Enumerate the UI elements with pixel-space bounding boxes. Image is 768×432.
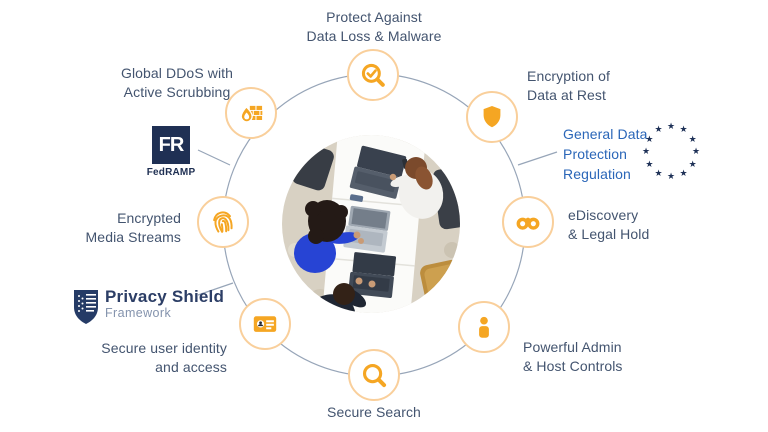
center-office-photo — [282, 135, 460, 313]
fedramp-logo: FR FedRAMP — [146, 126, 196, 178]
label-line: General Data — [563, 126, 648, 142]
gdpr-connector-line — [517, 151, 558, 166]
magnifier-check-icon — [361, 63, 385, 87]
binoculars-icon — [516, 217, 540, 230]
label-line: and access — [155, 359, 227, 375]
node-global-ddos — [225, 87, 277, 139]
fedramp-connector-line — [197, 149, 231, 166]
label-line: Media Streams — [85, 229, 181, 245]
label-line: Data at Rest — [527, 87, 607, 103]
label-ediscovery: eDiscovery & Legal Hold — [568, 206, 698, 244]
label-line: Secure user identity — [101, 340, 227, 356]
node-secure-search — [348, 349, 400, 401]
label-secure-search: Secure Search — [274, 403, 474, 422]
node-admin-controls — [458, 301, 510, 353]
privacy-shield-title: Privacy Shield — [105, 287, 225, 306]
eu-star: ★ — [688, 158, 697, 169]
fedramp-name: FedRAMP — [146, 167, 196, 178]
label-line: Protect Against — [326, 9, 422, 25]
label-line: Global DDoS with — [120, 65, 234, 81]
fedramp-logo-box: FR — [152, 126, 190, 164]
label-line: & Host Controls — [523, 358, 623, 374]
eu-star: ★ — [688, 133, 697, 144]
label-encryption-at-rest: Encryption of Data at Rest — [527, 67, 677, 105]
label-user-identity: Secure user identity and access — [57, 339, 227, 377]
node-user-identity — [239, 298, 291, 350]
eu-stars-icon: ★★★★★★★★★★★★ — [640, 120, 704, 184]
eu-star: ★ — [654, 124, 663, 135]
label-admin-controls: Powerful Admin & Host Controls — [523, 338, 673, 376]
label-encrypted-media: Encrypted Media Streams — [39, 209, 181, 247]
eu-star: ★ — [645, 158, 654, 169]
node-encryption-at-rest — [466, 91, 518, 143]
privacy-shield-connector-line — [197, 282, 234, 296]
privacy-shield-logo: Privacy Shield Framework — [72, 287, 224, 325]
privacy-shield-text: Privacy Shield Framework — [105, 287, 224, 320]
eu-star: ★ — [679, 167, 688, 178]
label-line: & Legal Hold — [568, 226, 650, 242]
node-data-loss-protection — [347, 49, 399, 101]
eu-star: ★ — [645, 133, 654, 144]
eu-star: ★ — [679, 124, 688, 135]
label-gdpr: General Data Protection Regulation — [563, 124, 673, 184]
id-card-icon — [253, 316, 277, 332]
fingerprint-icon — [213, 211, 233, 233]
label-line: Encryption of — [527, 68, 611, 84]
firewall-flame-icon — [240, 105, 263, 123]
eu-star: ★ — [642, 146, 651, 156]
node-encrypted-media — [197, 196, 249, 248]
label-line: Secure Search — [327, 404, 421, 420]
label-line: Powerful Admin — [523, 339, 622, 355]
fedramp-abbr: FR — [158, 133, 185, 156]
label-line: Regulation — [563, 166, 631, 182]
privacy-shield-icon — [74, 290, 98, 324]
shield-icon — [483, 106, 501, 128]
label-global-ddos: Global DDoS with Active Scrubbing — [92, 64, 262, 102]
eu-star: ★ — [654, 167, 663, 178]
eu-star: ★ — [667, 121, 676, 131]
privacy-shield-subtitle: Framework — [105, 306, 172, 320]
label-line: Data Loss & Malware — [306, 28, 442, 44]
label-line: Encrypted — [117, 210, 181, 226]
eu-star: ★ — [667, 171, 676, 181]
label-protect-against: Protect Against Data Loss & Malware — [264, 8, 484, 46]
label-line: eDiscovery — [568, 207, 639, 223]
node-ediscovery — [502, 196, 554, 248]
label-line: Active Scrubbing — [123, 84, 231, 100]
eu-star: ★ — [692, 146, 701, 156]
person-icon — [479, 316, 489, 338]
magnifier-icon — [362, 363, 387, 388]
label-line: Protection — [563, 146, 628, 162]
